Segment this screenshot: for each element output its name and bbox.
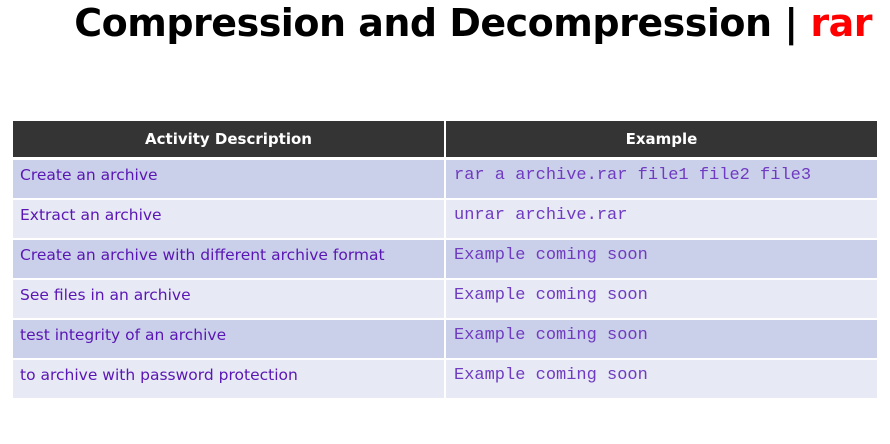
row-example: Example coming soon [445,278,877,320]
row-example: Example coming soon [445,358,877,400]
header-example: Example [445,121,877,159]
row-description: Create an archive with different archive… [13,238,446,280]
row-example: Example coming soon [445,238,877,280]
title-accent: rar [810,1,872,45]
page-title: Compression and Decompression | rar [74,0,872,46]
row-description: Extract an archive [13,198,446,240]
title-main: Compression and Decompression | [74,1,811,45]
table-row: Create an archive with different archive… [13,238,877,280]
table-row: to archive with password protection Exam… [13,358,877,400]
row-example: rar a archive.rar file1 file2 file3 [445,158,877,200]
table-row: See files in an archive Example coming s… [13,278,877,320]
table-row: Create an archive rar a archive.rar file… [13,158,877,200]
row-example: unrar archive.rar [445,198,877,240]
table-row: test integrity of an archive Example com… [13,318,877,360]
row-description: See files in an archive [13,278,446,320]
table-header-row: Activity Description Example [13,121,877,159]
header-activity-description: Activity Description [13,121,446,159]
row-description: Create an archive [13,158,446,200]
row-description: to archive with password protection [13,358,446,400]
table-row: Extract an archive unrar archive.rar [13,198,877,240]
commands-table: Activity Description Example Create an a… [13,121,877,400]
row-example: Example coming soon [445,318,877,360]
row-description: test integrity of an archive [13,318,446,360]
